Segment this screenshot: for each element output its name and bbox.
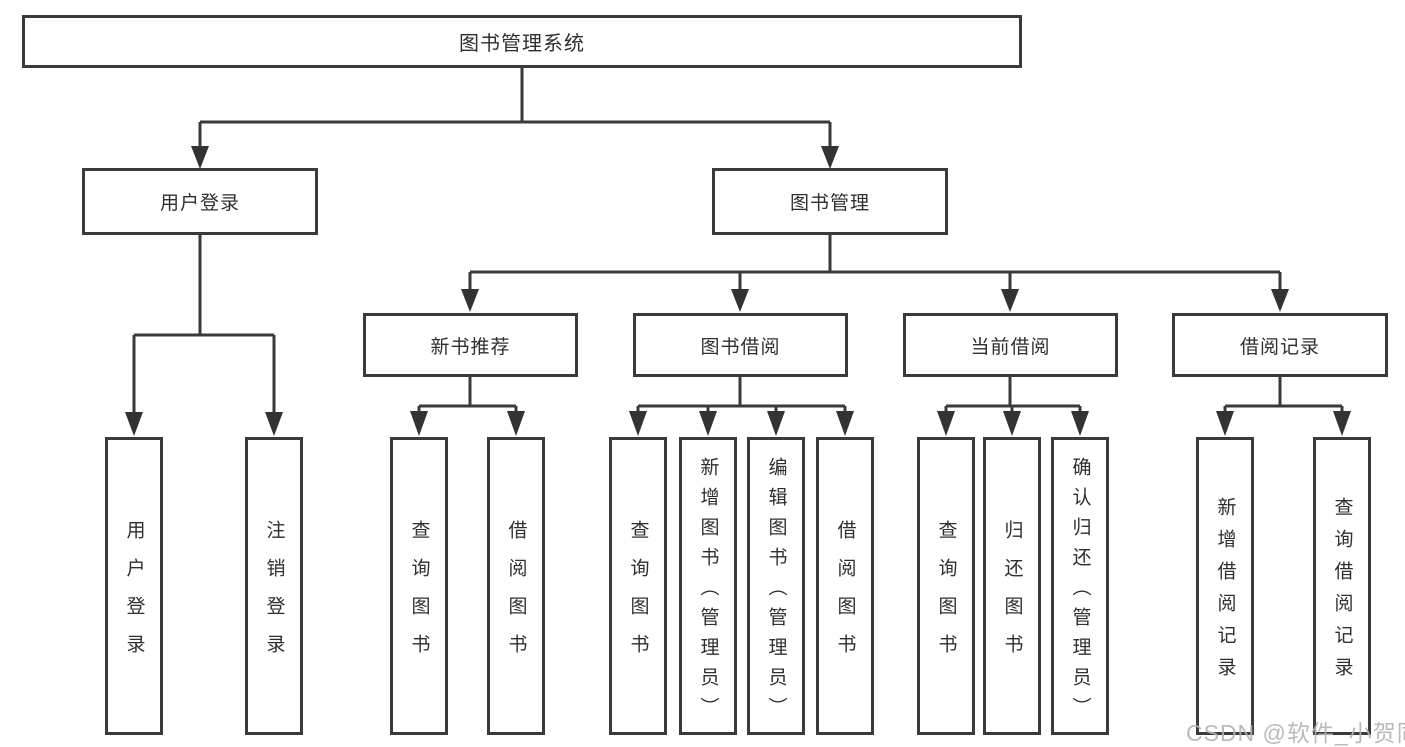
leaf-add-book-admin: 新增图书（管理员） xyxy=(679,437,737,735)
leaf-query-borrow-record: 查询借阅记录 xyxy=(1313,437,1371,735)
node-borrowing-records: 借阅记录 xyxy=(1172,313,1388,377)
leaf-label: 借阅图书 xyxy=(505,519,527,672)
csdn-watermark: CSDN @软件_小贺同学 xyxy=(1186,720,1405,746)
node-book-borrowing: 图书借阅 xyxy=(633,313,848,377)
leaf-add-borrow-record: 新增借阅记录 xyxy=(1196,437,1254,735)
leaf-logout: 注销登录 xyxy=(245,437,303,735)
leaf-return-book: 归还图书 xyxy=(983,437,1041,735)
leaf-label: 查询图书 xyxy=(935,519,957,672)
leaf-borrow-books-2: 借阅图书 xyxy=(816,437,874,735)
leaf-label: 借阅图书 xyxy=(834,519,856,672)
node-book-management-branch: 图书管理 xyxy=(712,168,948,235)
leaf-label: 确认归还（管理员） xyxy=(1069,456,1091,727)
node-label: 用户登录 xyxy=(159,193,240,214)
node-label: 图书管理 xyxy=(789,193,870,214)
node-label: 图书管理系统 xyxy=(459,33,585,55)
leaf-borrow-books-1: 借阅图书 xyxy=(487,437,545,735)
node-label: 图书借阅 xyxy=(700,336,781,358)
leaf-label: 新增图书（管理员） xyxy=(697,456,719,727)
leaf-edit-book-admin: 编辑图书（管理员） xyxy=(747,437,805,735)
leaf-label: 查询图书 xyxy=(627,519,649,672)
leaf-label: 编辑图书（管理员） xyxy=(765,456,787,727)
leaf-confirm-return-admin: 确认归还（管理员） xyxy=(1051,437,1109,735)
node-current-borrowing: 当前借阅 xyxy=(903,313,1118,377)
leaf-label: 查询借阅记录 xyxy=(1331,496,1353,689)
node-label: 借阅记录 xyxy=(1239,336,1320,358)
leaf-query-books-1: 查询图书 xyxy=(390,437,448,735)
leaf-label: 查询图书 xyxy=(408,519,430,672)
leaf-label: 用户登录 xyxy=(123,519,145,672)
node-label: 新书推荐 xyxy=(430,336,511,358)
leaf-label: 新增借阅记录 xyxy=(1214,496,1236,689)
node-new-book-recommendation: 新书推荐 xyxy=(363,313,578,377)
leaf-label: 归还图书 xyxy=(1001,519,1023,672)
leaf-user-login: 用户登录 xyxy=(105,437,163,735)
node-user-login-branch: 用户登录 xyxy=(82,168,318,235)
node-label: 当前借阅 xyxy=(970,336,1051,358)
node-library-management-system: 图书管理系统 xyxy=(22,15,1022,68)
leaf-label: 注销登录 xyxy=(263,519,285,672)
leaf-query-books-3: 查询图书 xyxy=(917,437,975,735)
leaf-query-books-2: 查询图书 xyxy=(609,437,667,735)
